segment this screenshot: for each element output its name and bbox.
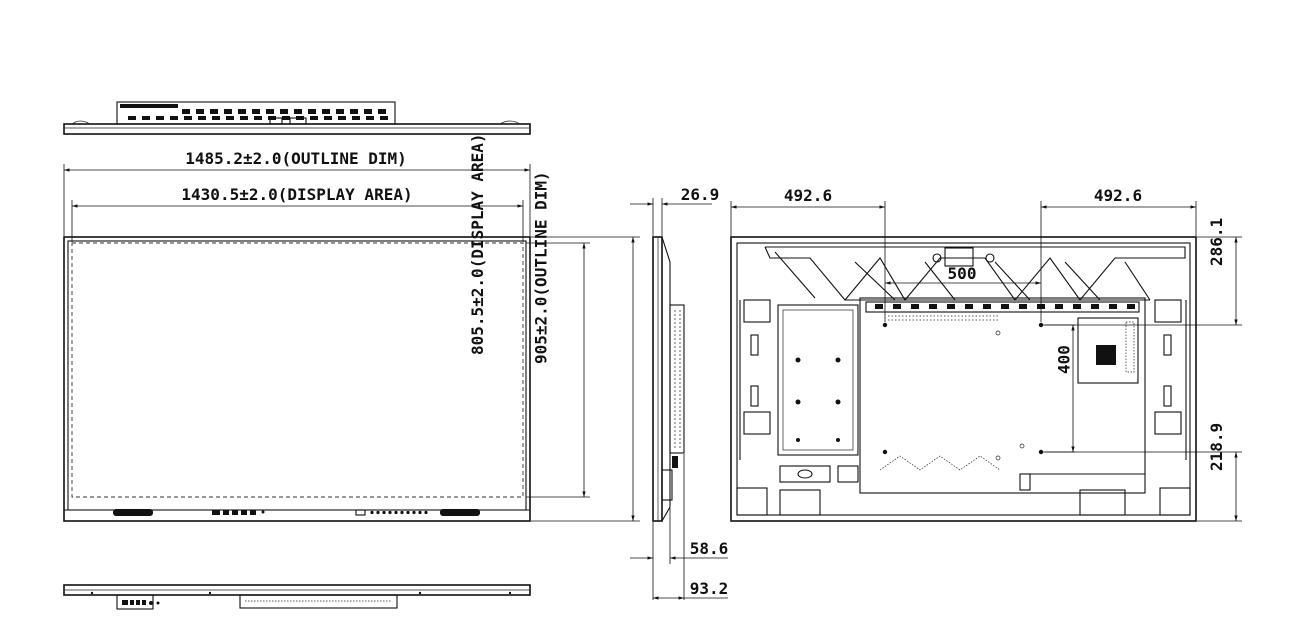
bottom-ports-icon [122, 600, 160, 605]
depth-dimensions: 26.9 58.6 93.2 [630, 185, 728, 600]
speaker-left-icon [113, 509, 153, 516]
vesa-right-dimension: 492.6 [1040, 186, 1197, 322]
front-buttons-icon [212, 510, 265, 515]
vesa-top-offset-dimension: 286.1 [1045, 218, 1242, 326]
vesa-bottom-offset-dimension: 218.9 [1045, 423, 1242, 522]
vesa-left-dimension: 492.6 [730, 186, 886, 322]
display-height-dimension: 805.5±2.0(DISPLAY AREA) [468, 133, 590, 498]
vesa-horizontal-label: 500 [948, 264, 977, 283]
side-view [652, 236, 685, 522]
vesa-vertical-dimension: 400 [1041, 324, 1075, 453]
top-view-vents [120, 104, 388, 120]
vesa-hole-icon [882, 322, 888, 328]
vesa-hole-icon [882, 449, 888, 455]
top-view [63, 101, 531, 135]
bottom-view [63, 584, 531, 610]
vent-strip-icon [875, 304, 1135, 309]
vesa-horizontal-dimension: 500 [885, 264, 1041, 285]
outline-height-label: 905±2.0(OUTLINE DIM) [532, 171, 551, 364]
outline-height-dimension: 905±2.0(OUTLINE DIM) [531, 171, 640, 522]
depth-total-label: 93.2 [690, 579, 729, 598]
rear-view [730, 236, 1197, 522]
speaker-right-icon [440, 509, 480, 516]
vesa-vertical-label: 400 [1055, 345, 1074, 374]
vesa-right-label: 492.6 [1094, 186, 1142, 205]
display-width-dimension: 1430.5±2.0(DISPLAY AREA) [71, 185, 524, 242]
outline-width-label: 1485.2±2.0(OUTLINE DIM) [185, 149, 407, 168]
vesa-left-label: 492.6 [784, 186, 832, 205]
vesa-top-offset-label: 286.1 [1207, 218, 1226, 266]
vesa-bottom-offset-label: 218.9 [1207, 423, 1226, 471]
outline-width-dimension: 1485.2±2.0(OUTLINE DIM) [63, 149, 531, 236]
front-ports-icon [355, 509, 428, 516]
depth-top-label: 26.9 [681, 185, 720, 204]
display-height-label: 805.5±2.0(DISPLAY AREA) [468, 133, 487, 355]
display-width-label: 1430.5±2.0(DISPLAY AREA) [181, 185, 412, 204]
depth-mid-label: 58.6 [690, 539, 729, 558]
front-view [63, 236, 531, 522]
